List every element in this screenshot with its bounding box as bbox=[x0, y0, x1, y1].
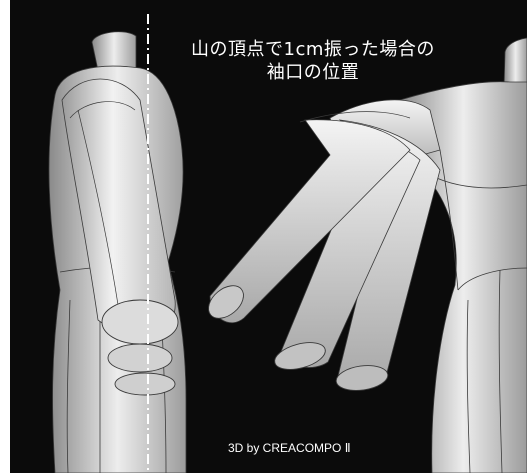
credit-label: 3D by CREACOMPO Ⅱ bbox=[228, 441, 351, 455]
caption: 山の頂点で1cm振った場合の 袖口の位置 bbox=[153, 38, 473, 84]
render-panel: 山の頂点で1cm振った場合の 袖口の位置 3D by CREACOMPO Ⅱ bbox=[10, 0, 527, 473]
sleeve-positions bbox=[208, 111, 441, 391]
caption-line-1: 山の頂点で1cm振った場合の bbox=[191, 39, 435, 60]
caption-line-2: 袖口の位置 bbox=[266, 62, 360, 83]
side-view-body bbox=[48, 14, 187, 473]
garment-render bbox=[48, 14, 527, 473]
